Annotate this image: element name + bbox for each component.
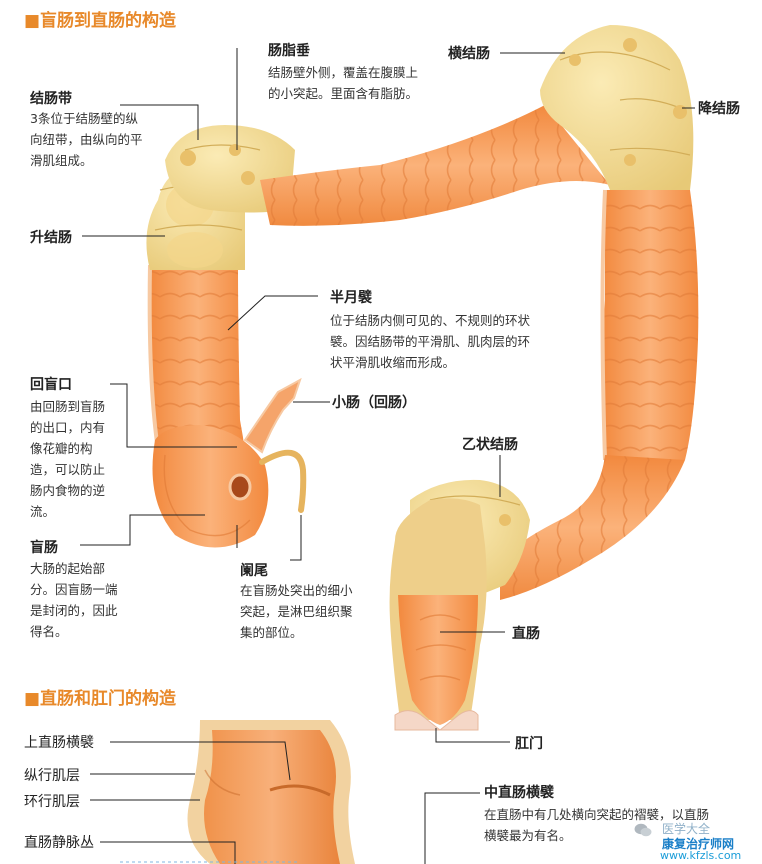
wechat-icon: [634, 822, 652, 836]
ileum: [245, 380, 300, 452]
label-sigmoid-colon: 乙状结肠: [462, 434, 518, 454]
section-title-rectum-anus: ■直肠和肛门的构造: [24, 684, 176, 709]
label-ileocecal-orifice: 回盲口: [30, 374, 72, 394]
label-cecum: 盲肠: [30, 537, 58, 557]
section-title-cecum-rectum: ■盲肠到直肠的构造: [24, 6, 176, 31]
label-superior-transverse-fold: 上直肠横襞: [24, 732, 94, 752]
desc-semilunar-folds: 位于结肠内侧可见的、不规则的环状 襞。因结肠带的平滑肌、肌肉层的环 状平滑肌收缩…: [330, 310, 530, 373]
label-descending-colon: 降结肠: [698, 98, 740, 118]
desc-cecum: 大肠的起始部 分。因盲肠一端 是封闭的，因此 得名。: [30, 558, 118, 642]
label-ascending-colon: 升结肠: [30, 227, 72, 247]
label-middle-transverse-fold: 中直肠横襞: [484, 782, 554, 802]
label-rectum: 直肠: [512, 623, 540, 643]
label-taeniae-coli: 结肠带: [30, 88, 72, 108]
label-appendix: 阑尾: [240, 560, 268, 580]
rectum: [390, 498, 487, 730]
desc-appendices-epiploicae: 结肠壁外侧，覆盖在腹膜上 的小突起。里面含有脂肪。: [268, 62, 418, 104]
label-semilunar-folds: 半月襞: [330, 287, 372, 307]
desc-ileocecal-orifice: 由回肠到盲肠 的出口，内有 像花瓣的构 造，可以防止 肠内食物的逆 流。: [30, 396, 105, 522]
label-transverse-colon: 横结肠: [448, 43, 490, 63]
label-small-intestine: 小肠（回肠）: [332, 392, 416, 412]
transverse-colon: [260, 105, 610, 226]
ileocecal-orifice: [230, 475, 250, 499]
desc-appendix: 在盲肠处突出的细小 突起，是淋巴组织聚 集的部位。: [240, 580, 353, 643]
label-circular-muscle: 环行肌层: [24, 791, 80, 811]
label-rectal-venous-plexus: 直肠静脉丛: [24, 832, 94, 852]
label-appendices-epiploicae: 肠脂垂: [268, 40, 310, 60]
desc-taeniae-coli: 3条位于结肠壁的纵 向纽带，由纵向的平 滑肌组成。: [30, 108, 143, 171]
label-longitudinal-muscle: 纵行肌层: [24, 765, 80, 785]
descending-colon: [603, 190, 699, 460]
appendix: [262, 453, 303, 510]
label-anus: 肛门: [515, 733, 543, 753]
watermark-url: www.kfzls.com: [660, 849, 741, 862]
